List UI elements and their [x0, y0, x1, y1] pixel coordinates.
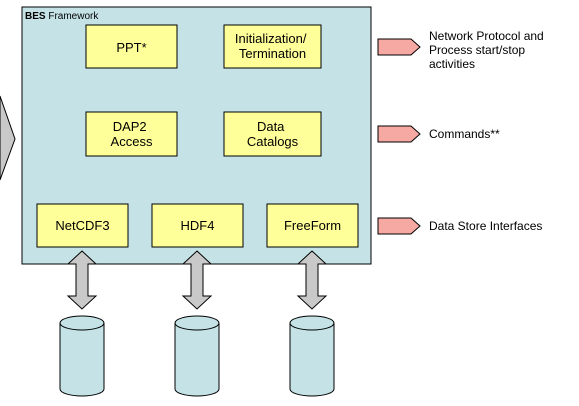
- module-catalogs-label-line2: Catalogs: [247, 134, 299, 149]
- database-cylinder-icon: [174, 315, 220, 397]
- arrow-right-icon: [377, 217, 421, 235]
- svg-text:Initialization/ Terminat: Initialization/ Termination: [235, 31, 310, 61]
- double-arrow-vertical-icon: [66, 250, 98, 310]
- framework-title: BES Framework: [25, 11, 99, 22]
- database-cylinder-icon: [289, 315, 335, 397]
- module-dap2-label-line1: DAP2: [113, 119, 147, 134]
- module-data-catalogs: Data Catalogs: [223, 111, 322, 157]
- svg-text:HDF4: HDF4: [181, 218, 215, 233]
- svg-text:FreeForm: FreeForm: [284, 218, 341, 233]
- arrow-right-icon: [377, 38, 421, 56]
- module-hdf4: HDF4: [151, 203, 244, 248]
- svg-text:DAP2 Access: DAP2 Access: [111, 119, 153, 149]
- svg-text:Data Catalogs: Data Catalogs: [247, 119, 299, 149]
- double-arrow-vertical-icon: [296, 250, 328, 310]
- database-cylinder-icon: [59, 315, 105, 397]
- module-dap2-access: DAP2 Access: [85, 111, 178, 157]
- module-init-label-line2: Termination: [239, 46, 306, 61]
- framework-title-rest: Framework: [46, 11, 100, 22]
- module-dap2-label-line2: Access: [111, 134, 153, 149]
- label-commands-line1: Commands**: [429, 127, 500, 141]
- svg-text:PPT*: PPT*: [116, 40, 146, 55]
- module-freeform-label: FreeForm: [284, 218, 341, 233]
- module-ppt-label: PPT*: [116, 40, 146, 55]
- label-network-line3: activities: [429, 57, 475, 71]
- module-init-label-line1: Initialization/: [235, 31, 307, 46]
- framework-title-bold: BES: [25, 11, 46, 22]
- label-data-store-line1: Data Store Interfaces: [429, 219, 542, 233]
- module-netcdf3: NetCDF3: [36, 203, 129, 248]
- label-data-store-interfaces: Data Store Interfaces: [429, 219, 542, 233]
- svg-text:NetCDF3: NetCDF3: [55, 218, 109, 233]
- chevron-right-icon: [0, 95, 16, 181]
- label-network-protocol: Network Protocol and Process start/stop …: [429, 29, 547, 71]
- label-network-line1: Network Protocol and: [429, 29, 544, 43]
- module-netcdf3-label: NetCDF3: [55, 218, 109, 233]
- module-catalogs-label-line1: Data: [257, 119, 285, 134]
- arrow-right-icon: [377, 125, 421, 143]
- label-commands: Commands**: [429, 127, 500, 141]
- double-arrow-vertical-icon: [181, 250, 213, 310]
- label-network-line2: Process start/stop: [429, 43, 525, 57]
- module-freeform: FreeForm: [266, 203, 359, 248]
- module-ppt: PPT*: [85, 24, 178, 69]
- module-initialization-termination: Initialization/ Termination: [223, 24, 322, 69]
- module-hdf4-label: HDF4: [181, 218, 215, 233]
